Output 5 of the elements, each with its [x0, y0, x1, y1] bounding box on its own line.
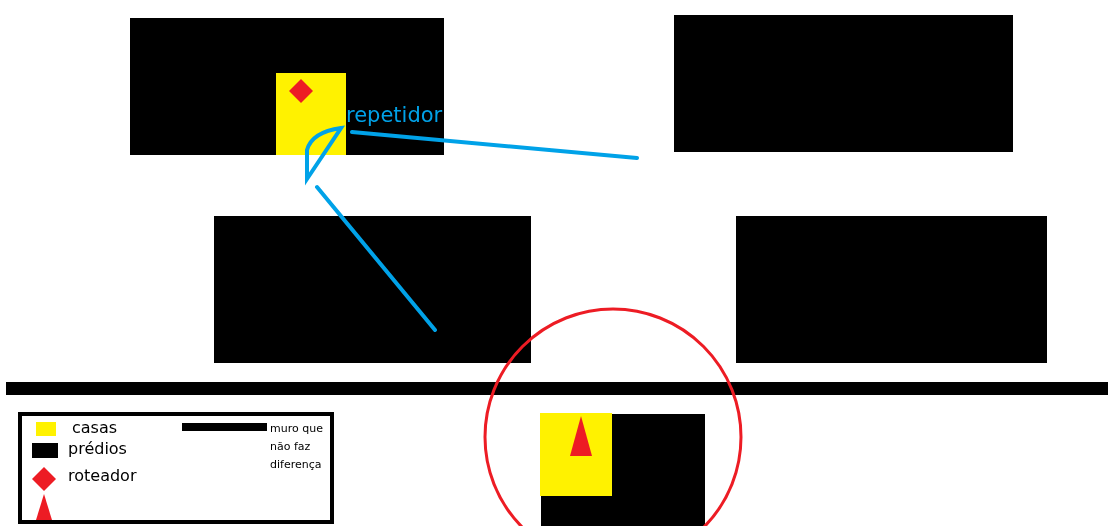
label: repetidor — [346, 103, 443, 127]
legend-label: prédios — [68, 439, 127, 458]
legend-label: roteador — [68, 466, 137, 485]
legend-label: muro que não faz diferença — [270, 421, 324, 473]
legend-label: casas — [72, 418, 118, 437]
